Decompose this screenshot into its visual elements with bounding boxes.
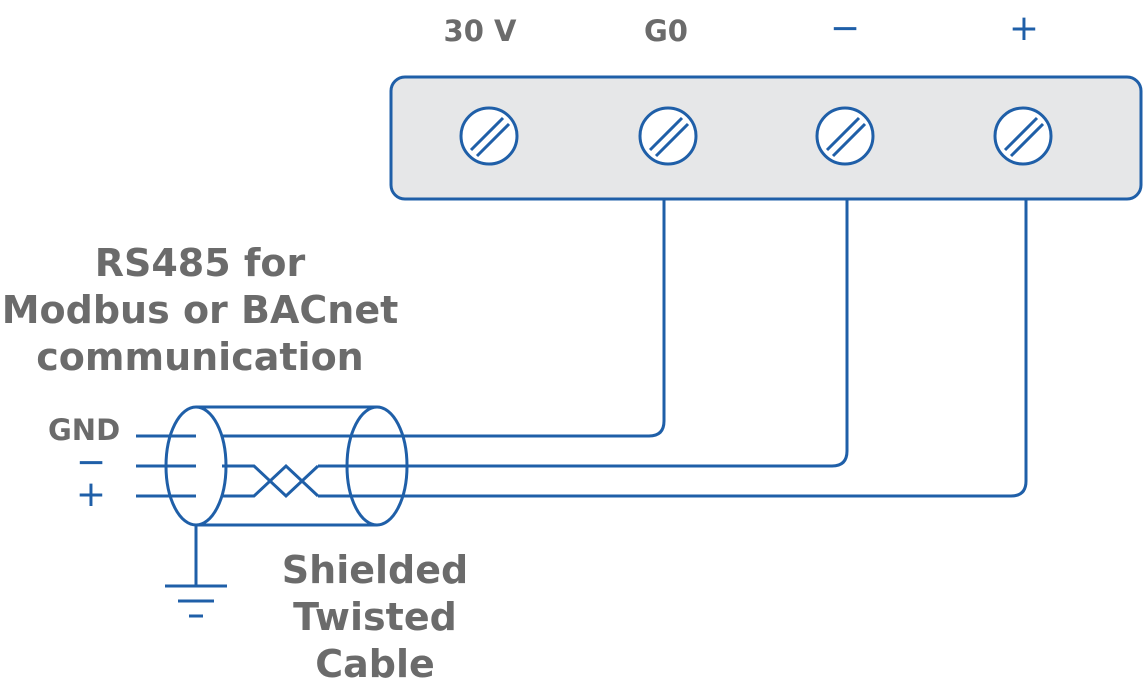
rs485-label-line1: RS485 for [94,241,306,285]
minus-label: − [75,442,107,483]
terminal-label-plus: + [1008,8,1040,49]
wire-minus [318,199,849,468]
ground-symbol-icon [165,525,227,618]
terminal-label-g0: G0 [644,14,688,48]
cable-label: Shielded Twisted Cable [245,547,505,688]
wire-g0 [222,199,666,438]
terminal-label-minus: − [829,8,861,49]
terminal-block [389,75,1143,201]
screw-terminal-icon [638,106,698,166]
wire-plus [318,199,1028,498]
cable-label-line2: Twisted [293,595,457,639]
cable-label-line1: Shielded [281,548,469,592]
terminal-label-30v: 30 V [443,14,517,48]
rs485-label-line2: Modbus or BACnet [1,288,399,332]
cable-label-line3: Cable [315,642,435,686]
gnd-label: GND [48,413,121,447]
screw-terminal-icon [993,106,1053,166]
rs485-label-line3: communication [36,335,364,379]
cable-end-right [345,405,409,527]
screw-terminal-icon [459,106,519,166]
twisted-pair-wire-b [222,463,320,498]
plus-label: + [75,474,107,515]
rs485-label: RS485 for Modbus or BACnet communication [0,240,400,381]
screw-terminal-icon [815,106,875,166]
